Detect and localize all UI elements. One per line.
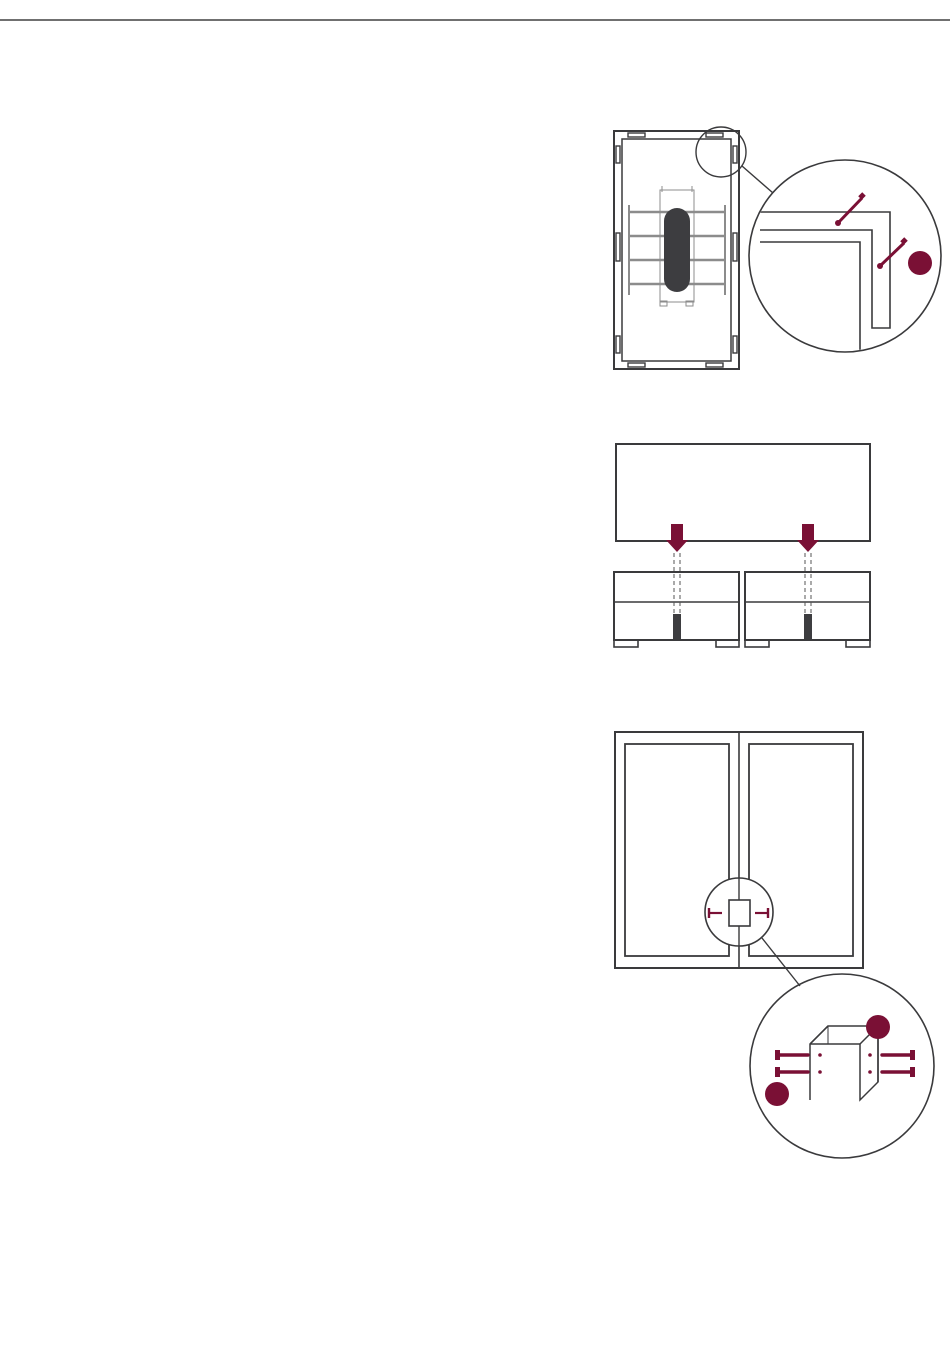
dowel-left [673,614,681,639]
marker-dot-3 [765,1082,789,1106]
joint-block [729,900,750,926]
callout-leader-2 [762,938,800,986]
down-arrows [666,524,819,552]
corner-screws [835,194,906,269]
top-panel [616,444,870,541]
down-arrow-left [666,524,688,552]
dashed-guides [674,553,811,614]
marker-dot-2 [866,1015,890,1039]
corner-detail-contents [760,212,890,360]
down-arrow-right [797,524,819,552]
figure-2-assembly [614,444,870,647]
mount-plate [664,208,690,292]
joint-callout-large [750,974,934,1158]
dowel-right [804,614,812,639]
figure-1-frame-with-mount [614,127,941,369]
marker-dot-1 [908,251,932,275]
bracket-screws [775,1050,915,1077]
bracket-detail [810,1026,878,1100]
callout-leader-1 [742,166,773,193]
